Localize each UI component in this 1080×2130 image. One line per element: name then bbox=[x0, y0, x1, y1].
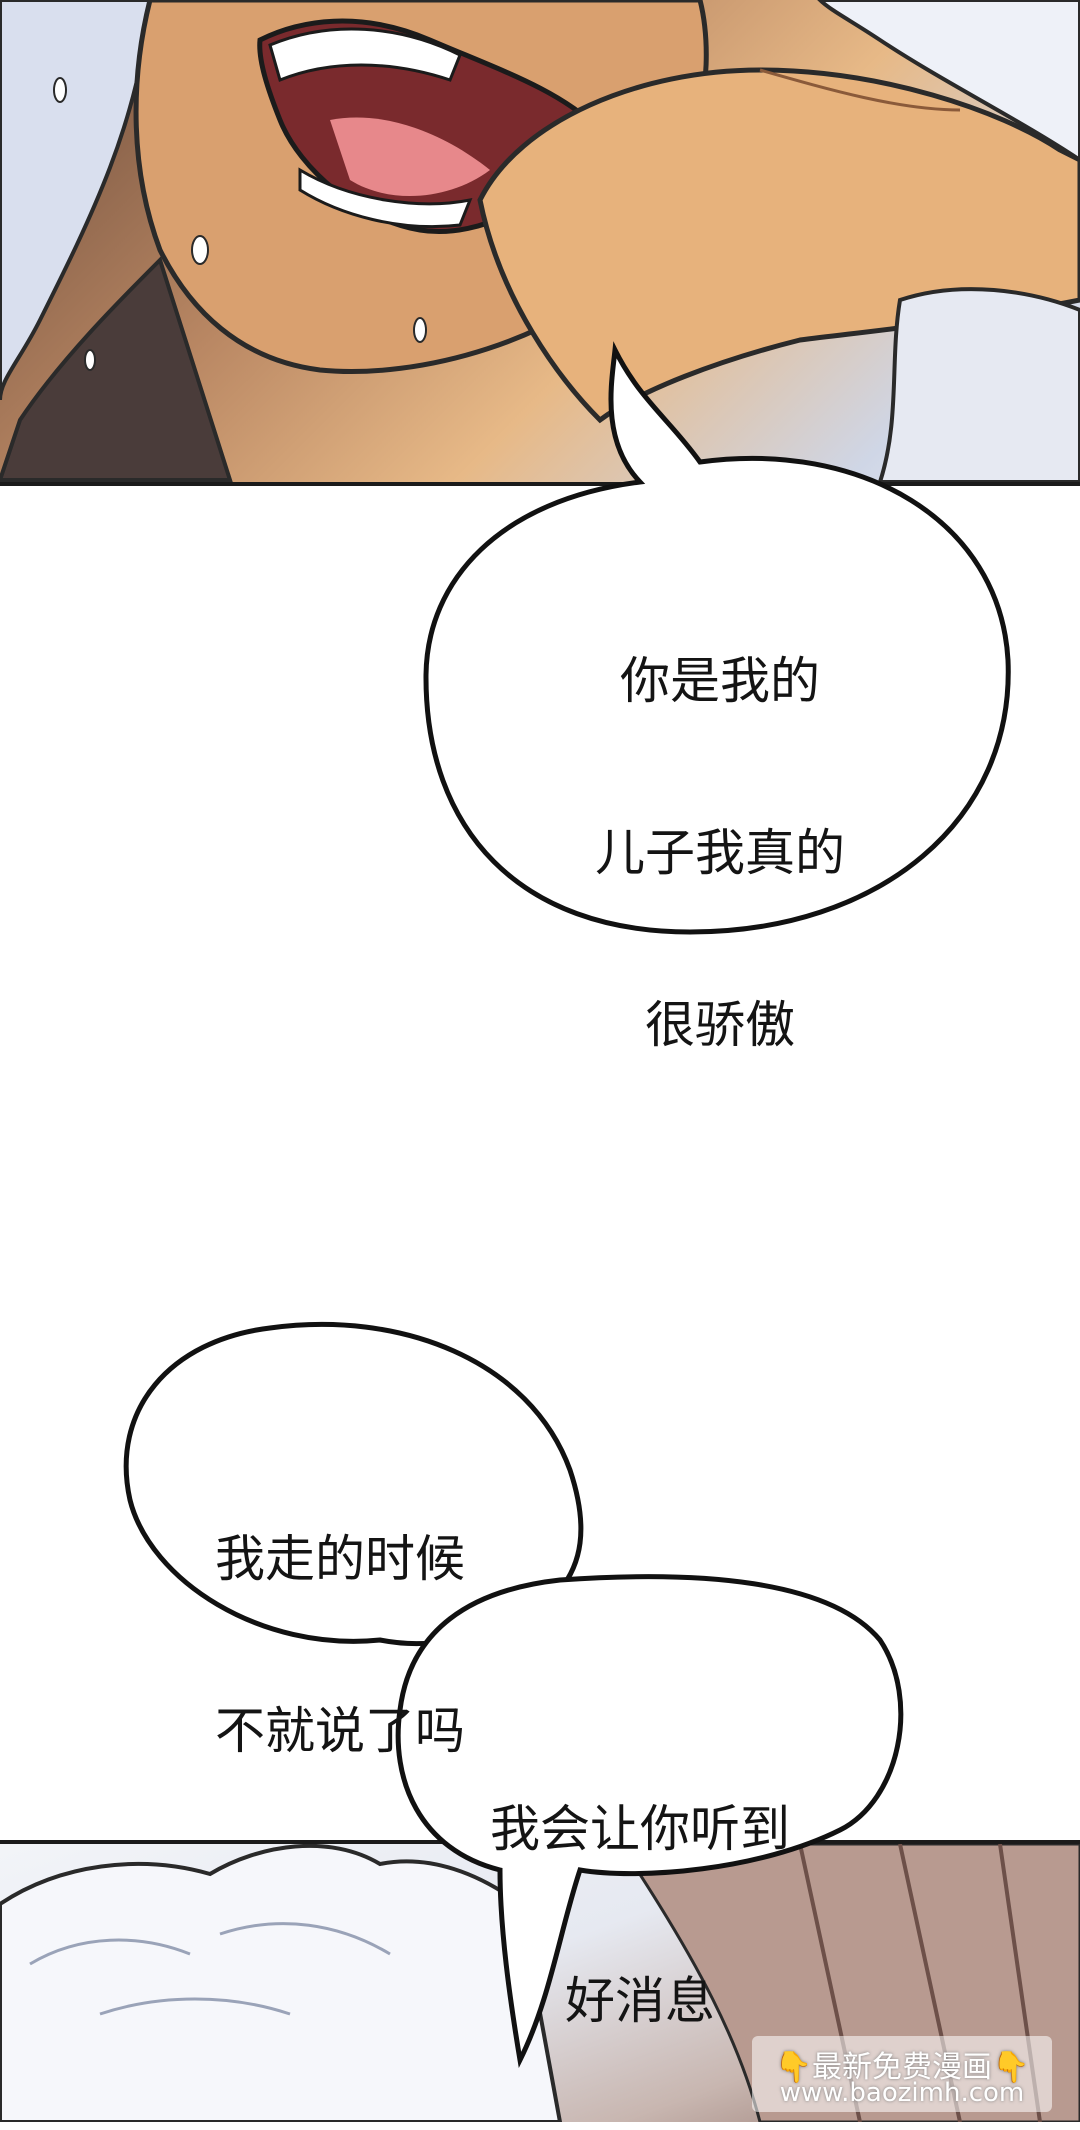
speech-bubble-2-text: 我走的时候 不就说了吗 bbox=[150, 1430, 530, 1860]
shadow-left bbox=[0, 256, 233, 482]
bubble-2-line-2: 不就说了吗 bbox=[215, 1702, 465, 1760]
sweat-drop bbox=[53, 77, 67, 103]
watermark-title: 👇最新免费漫画👇 bbox=[774, 2050, 1030, 2085]
bubble-1-line-3: 很骄傲 bbox=[645, 996, 795, 1054]
speech-bubble-1-text: 你是我的 儿子我真的 很骄傲 bbox=[520, 552, 920, 1154]
bubble-1-line-2: 儿子我真的 bbox=[595, 824, 845, 882]
bubble-2-line-1: 我走的时候 bbox=[215, 1530, 465, 1588]
comic-panel-top bbox=[0, 0, 1080, 486]
speech-bubble-3 bbox=[395, 1574, 904, 2068]
panel-top-art bbox=[0, 0, 1080, 482]
teeth-bottom bbox=[298, 167, 473, 229]
bubble-3-line-1: 我会让你听到 bbox=[490, 1800, 790, 1858]
sweat-drop bbox=[84, 349, 96, 371]
hair-right-bottom bbox=[877, 287, 1080, 482]
watermark[interactable]: 👇最新免费漫画👇 www.baozimh.com bbox=[752, 2036, 1052, 2112]
hair-right bbox=[817, 0, 1080, 163]
speech-bubble-3-text: 我会让你听到 好消息 bbox=[420, 1700, 860, 2130]
sweat-drop bbox=[191, 235, 209, 265]
sweat-drop bbox=[413, 317, 427, 343]
hair-lines bbox=[29, 1922, 391, 2016]
teeth-top bbox=[268, 27, 462, 83]
watermark-url[interactable]: www.baozimh.com bbox=[779, 2078, 1025, 2108]
finger-line bbox=[759, 68, 961, 112]
hair-bottom bbox=[0, 1844, 563, 2122]
speech-bubble-1 bbox=[423, 341, 1011, 935]
bubble-3-line-2: 好消息 bbox=[565, 1972, 715, 2030]
tongue bbox=[330, 117, 490, 197]
bubble-1-line-1: 你是我的 bbox=[620, 652, 820, 710]
